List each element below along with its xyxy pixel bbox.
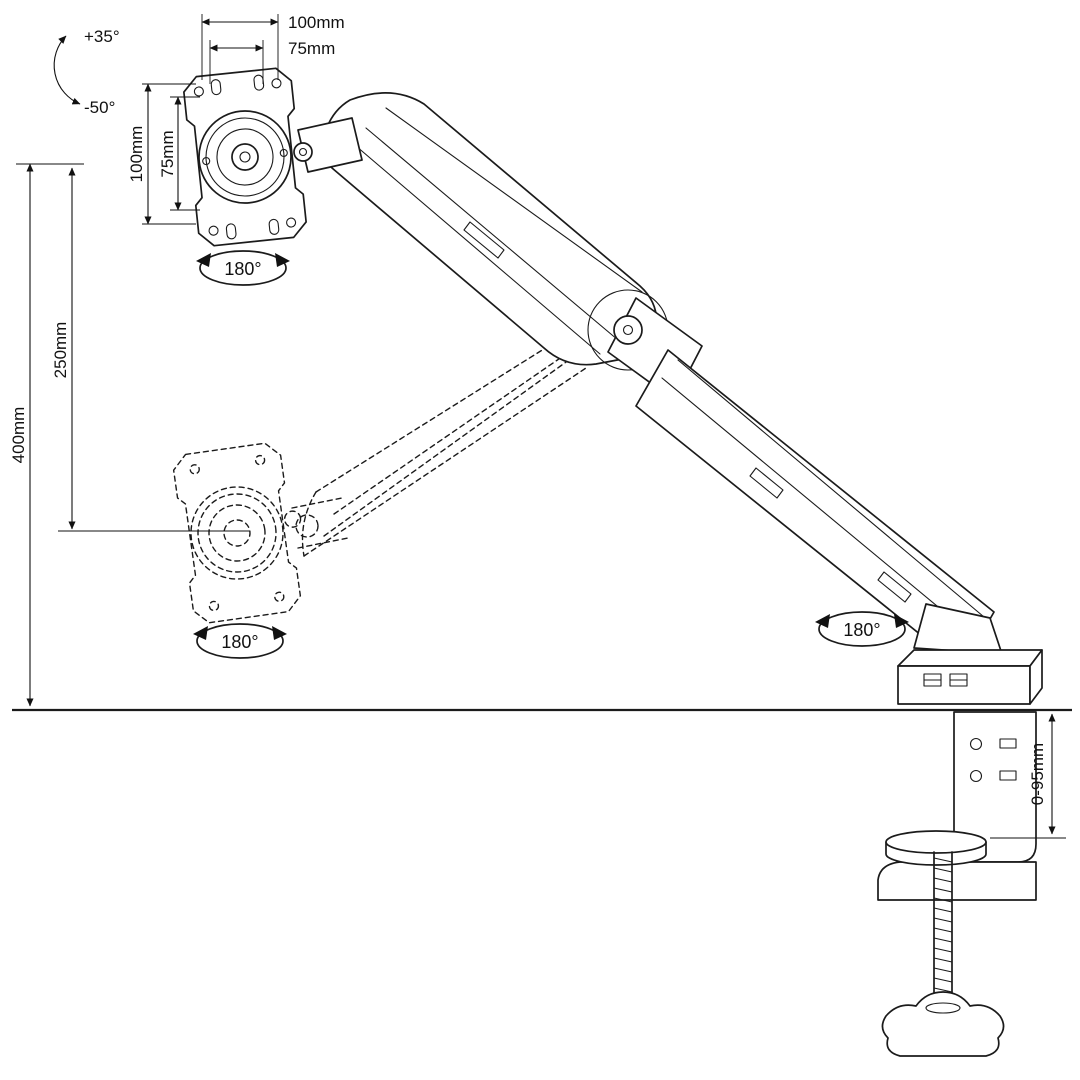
label-swivel-base: 180° [843, 620, 880, 640]
dimension-plate-width: 100mm 75mm [201, 13, 345, 84]
label-tilt-up: +35° [84, 27, 120, 46]
plate-hinge [293, 117, 363, 173]
label-plate-height-inner: 75mm [158, 130, 177, 177]
dimension-plate-height: 100mm 75mm [127, 83, 200, 225]
label-swivel-bottom: 180° [221, 632, 258, 652]
clamp-screw-threads [933, 857, 953, 1003]
label-height-max: 400mm [9, 407, 28, 464]
label-swivel-top: 180° [224, 259, 261, 279]
dimension-tilt: +35° -50° [53, 27, 120, 117]
desk-clamp [877, 711, 1037, 1057]
dimension-height-max: 400mm [9, 163, 84, 707]
clamp-knob [881, 991, 1005, 1057]
dimension-height-range: 250mm [51, 167, 250, 532]
swivel-indicator-bottom: 180° [193, 623, 287, 659]
phantom-vesa-plate-lowered [172, 442, 302, 624]
label-plate-height-outer: 100mm [127, 126, 146, 183]
gas-spring-upper-arm [322, 92, 658, 366]
label-clamp-range: 0-95mm [1028, 743, 1047, 805]
label-plate-width-outer: 100mm [288, 13, 345, 32]
base-column [897, 603, 1043, 705]
vesa-plate-raised [183, 67, 307, 247]
swivel-indicator-top: 180° [196, 250, 290, 286]
dimension-clamp-range: 0-95mm [990, 713, 1066, 839]
label-plate-width-inner: 75mm [288, 39, 335, 58]
label-tilt-down: -50° [84, 98, 115, 117]
label-height-range: 250mm [51, 322, 70, 379]
phantom-arm-lowered [291, 309, 607, 557]
swivel-indicator-base: 180° [815, 611, 909, 647]
